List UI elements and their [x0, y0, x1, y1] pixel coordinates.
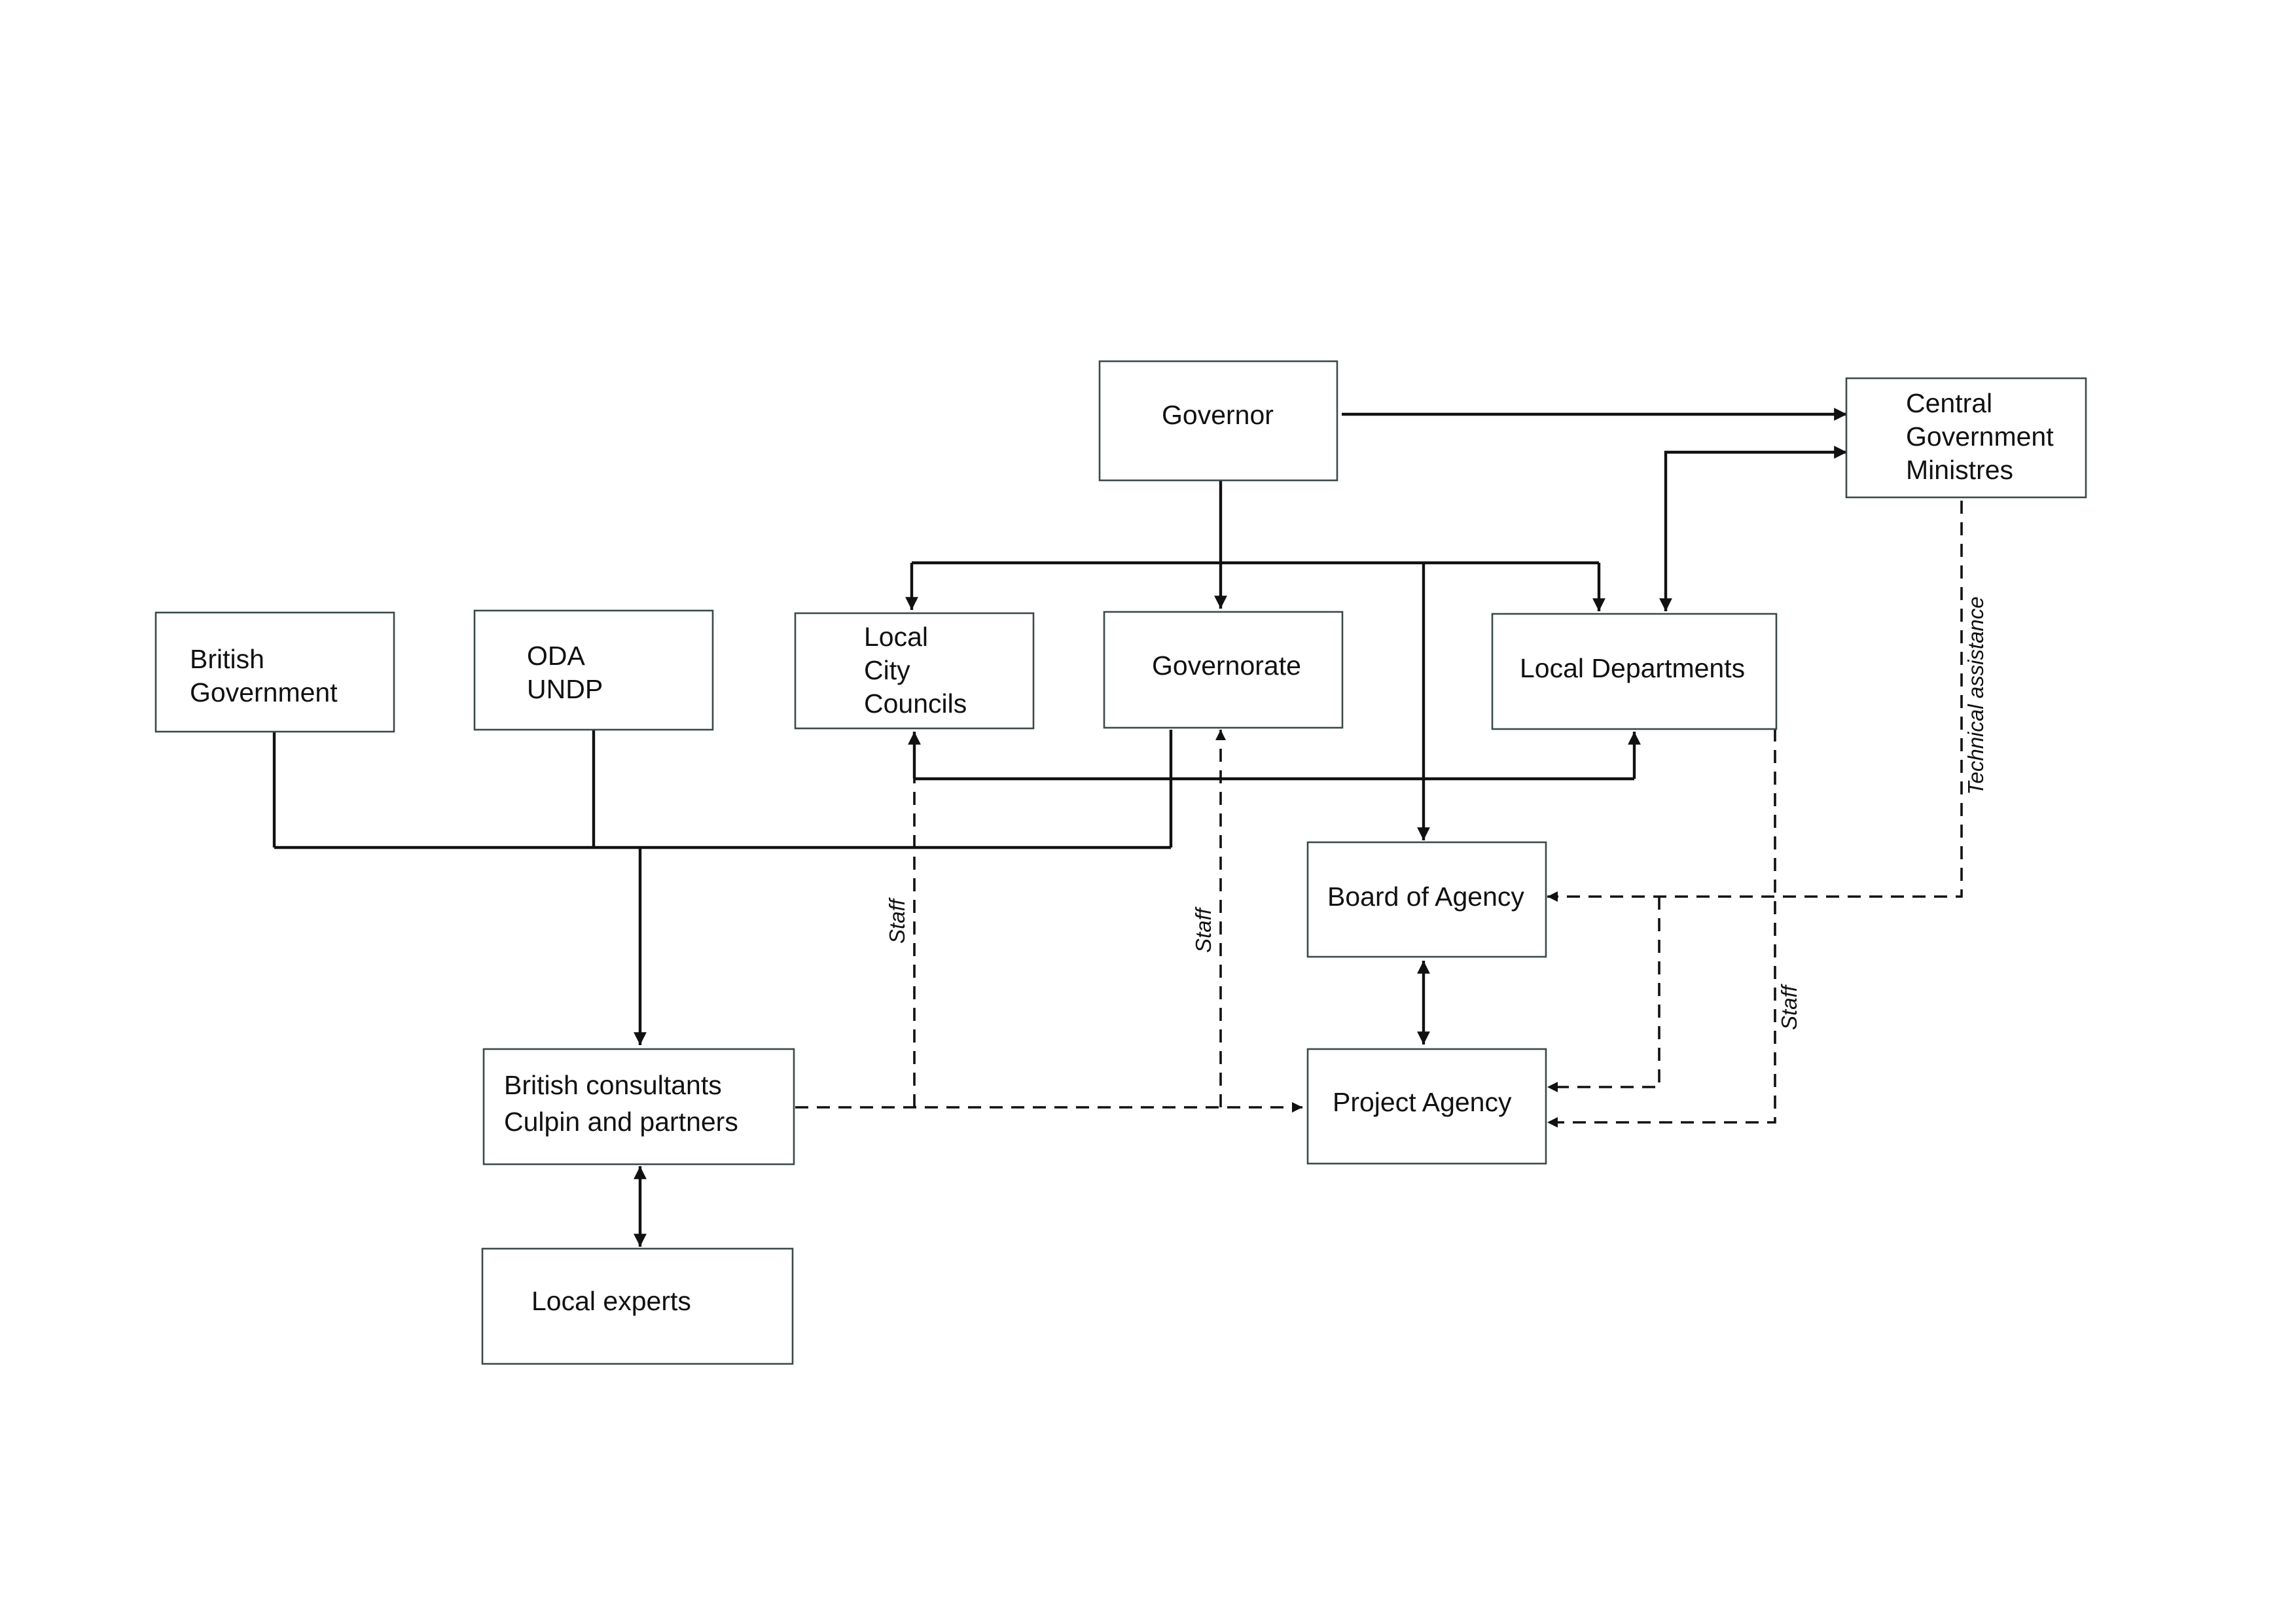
british-government-line-1: British [190, 644, 264, 674]
svg-text:Board of Agency: Board of Agency [1327, 882, 1524, 912]
svg-text:British consultants Culp: British consultants Culpin and partners [504, 1070, 738, 1137]
svg-text:Project Agency: Project Agency [1333, 1087, 1512, 1117]
staff-label-local-departments: Staff [1777, 983, 1801, 1030]
svg-text:British Government: British Government [190, 644, 338, 707]
svg-text:Central Government: Central Government Ministres [1906, 388, 2061, 485]
oda-line: ODA [527, 641, 586, 671]
central-government-line-3: Ministres [1906, 455, 2013, 485]
edge-technical-assistance [1547, 501, 1963, 902]
british-consultants-line-1: British consultants [504, 1070, 722, 1100]
local-city-councils-box: Local City Councils [794, 612, 1035, 730]
staff-label-city-councils: Staff [885, 897, 909, 944]
local-departments-label: Local Departments [1520, 653, 1745, 683]
svg-text:Governorate: Governorate [1152, 651, 1301, 681]
oda-undp-box: ODA UNDP [473, 609, 714, 731]
edge-labels: Staff Staff Staff Technical assistance [885, 596, 1988, 1030]
svg-text:Local experts: Local experts [531, 1286, 691, 1316]
local-departments-box: Local Departments [1491, 613, 1778, 730]
local-city-councils-line-2: City [864, 655, 910, 685]
svg-text:ODA UNDP: ODA UNDP [527, 641, 603, 704]
british-consultants-line-2: Culpin and partners [504, 1107, 738, 1137]
project-agency-box: Project Agency [1306, 1048, 1547, 1165]
governor-label: Governor [1162, 400, 1274, 430]
central-government-line-2: Government [1906, 421, 2054, 452]
technical-assistance-label: Technical assistance [1964, 596, 1988, 794]
project-agency-label: Project Agency [1333, 1087, 1512, 1117]
edge-local-departments-central-government [1659, 446, 1847, 611]
edge-technical-assistance-to-project-agency [1547, 897, 1660, 1093]
local-experts-box: Local experts [481, 1247, 794, 1365]
local-experts-label: Local experts [531, 1286, 691, 1316]
british-government-box: British Government [154, 611, 395, 733]
svg-text:Local Departments: Local Departments [1520, 653, 1745, 683]
governor-box: Governor [1098, 360, 1338, 482]
undp-line: UNDP [527, 674, 603, 704]
central-government-ministres-box: Central Government Ministres [1845, 377, 2087, 499]
governorate-label: Governorate [1152, 651, 1301, 681]
local-city-councils-line-3: Councils [864, 688, 967, 719]
staff-label-governorate: Staff [1191, 906, 1215, 953]
svg-text:Local City Council: Local City Councils [864, 622, 967, 719]
central-government-line-1: Central [1906, 388, 1992, 418]
british-consultants-box: British consultants Culpin and partners [482, 1048, 795, 1166]
board-of-agency-box: Board of Agency [1306, 841, 1547, 958]
british-government-line-2: Government [190, 677, 338, 707]
connectors [272, 408, 1963, 1247]
edge-staff-local-departments [1547, 728, 1776, 1128]
svg-text:Governor: Governor [1162, 400, 1274, 430]
board-of-agency-label: Board of Agency [1327, 882, 1524, 912]
local-city-councils-line-1: Local [864, 622, 928, 652]
governorate-box: Governorate [1103, 611, 1344, 729]
